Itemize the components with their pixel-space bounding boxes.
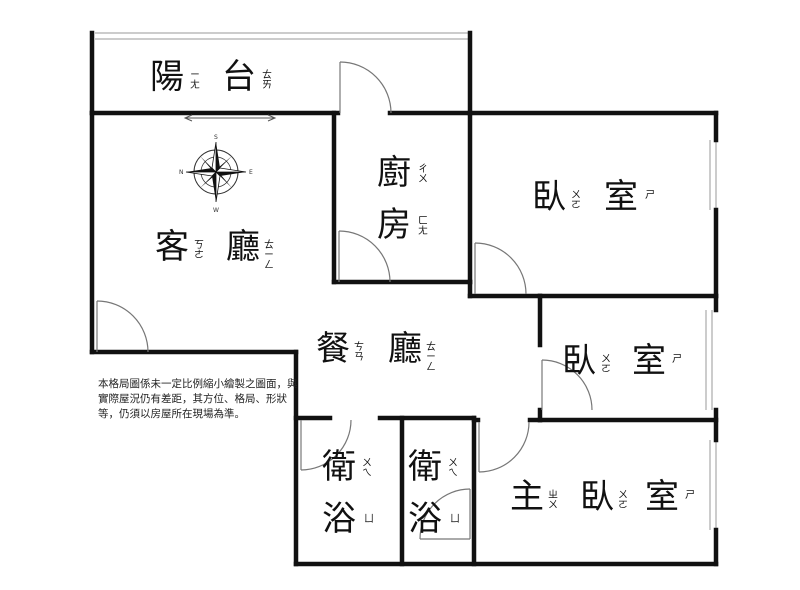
zhuyin: ㄔㄨ bbox=[418, 163, 428, 185]
room-char: 房 bbox=[377, 205, 411, 245]
zhuyin: ㄕ bbox=[685, 490, 695, 501]
zhuyin: ㄊㄧㄥ bbox=[426, 341, 436, 373]
zhuyin: ㄩ bbox=[450, 513, 460, 525]
room-kitchen: 廚 ㄔㄨ 房 ㄈㄤ bbox=[377, 153, 428, 245]
zhuyin: ㄕ bbox=[645, 190, 655, 201]
room-char: 廳 bbox=[388, 329, 422, 369]
room-living: 客 ㄎㄜ 廳 ㄊㄧㄥ bbox=[155, 227, 274, 271]
room-char: 廳 bbox=[226, 227, 260, 267]
room-char: 陽 bbox=[150, 57, 184, 97]
room-char: 衛 bbox=[408, 447, 442, 487]
zhuyin: ㄈㄤ bbox=[418, 216, 428, 237]
zhuyin: ㄨㄛ bbox=[618, 490, 628, 511]
room-char: 室 bbox=[645, 477, 679, 517]
room-char: 衛 bbox=[322, 447, 356, 487]
room-bathroom-1: 衛 ㄨㄟ 浴 ㄩ bbox=[322, 447, 374, 539]
zhuyin: ㄨㄟ bbox=[448, 458, 458, 479]
room-bathroom-2: 衛 ㄨㄟ 浴 ㄩ bbox=[408, 447, 460, 539]
sliding-door bbox=[183, 114, 277, 122]
zhuyin: ㄨㄛ bbox=[571, 190, 581, 211]
zhuyin: ㄨㄟ bbox=[362, 458, 372, 479]
room-balcony: 陽 ㄧㄤ 台 ㄊㄞ bbox=[150, 57, 272, 97]
zhuyin: ㄓㄨ bbox=[548, 489, 558, 511]
room-char: 台 bbox=[222, 57, 256, 97]
room-char: 廚 bbox=[377, 153, 411, 193]
compass-s: S bbox=[214, 134, 218, 141]
doors bbox=[96, 61, 593, 540]
compass-n: N bbox=[179, 169, 184, 176]
room-bedroom-1: 臥 ㄨㄛ 室 ㄕ bbox=[532, 177, 655, 217]
zhuyin: ㄊㄞ bbox=[262, 69, 272, 91]
zhuyin: ㄘㄢ bbox=[354, 340, 364, 363]
room-char: 主 bbox=[510, 477, 544, 517]
zhuyin: ㄎㄜ bbox=[194, 240, 204, 261]
disclaimer-note: 本格局圖係未一定比例縮小繪製之圖面，與實際屋況仍有差距，其方位、格局、形狀等，仍… bbox=[98, 378, 298, 420]
zhuyin: ㄕ bbox=[672, 354, 682, 365]
room-char: 浴 bbox=[322, 499, 356, 539]
compass-rose-icon: N E S W bbox=[179, 134, 253, 214]
room-char: 臥 bbox=[562, 341, 596, 381]
room-char: 客 bbox=[155, 227, 189, 267]
zhuyin: ㄨㄛ bbox=[601, 354, 611, 375]
room-char: 餐 bbox=[316, 329, 350, 369]
room-dining: 餐 ㄘㄢ 廳 ㄊㄧㄥ bbox=[316, 329, 436, 373]
zhuyin: ㄩ bbox=[364, 513, 374, 525]
compass-w: W bbox=[213, 207, 219, 214]
room-char: 室 bbox=[632, 341, 666, 381]
compass-e: E bbox=[249, 169, 253, 176]
windows bbox=[95, 32, 717, 530]
room-char: 臥 bbox=[532, 177, 566, 217]
walls bbox=[89, 30, 719, 567]
zhuyin: ㄊㄧㄥ bbox=[264, 239, 274, 271]
room-master-bedroom: 主 ㄓㄨ 臥 ㄨㄛ 室 ㄕ bbox=[510, 477, 695, 517]
room-char: 浴 bbox=[408, 499, 442, 539]
room-char: 室 bbox=[604, 177, 638, 217]
room-char: 臥 bbox=[580, 477, 614, 517]
room-bedroom-2: 臥 ㄨㄛ 室 ㄕ bbox=[562, 341, 682, 381]
zhuyin: ㄧㄤ bbox=[190, 70, 200, 91]
